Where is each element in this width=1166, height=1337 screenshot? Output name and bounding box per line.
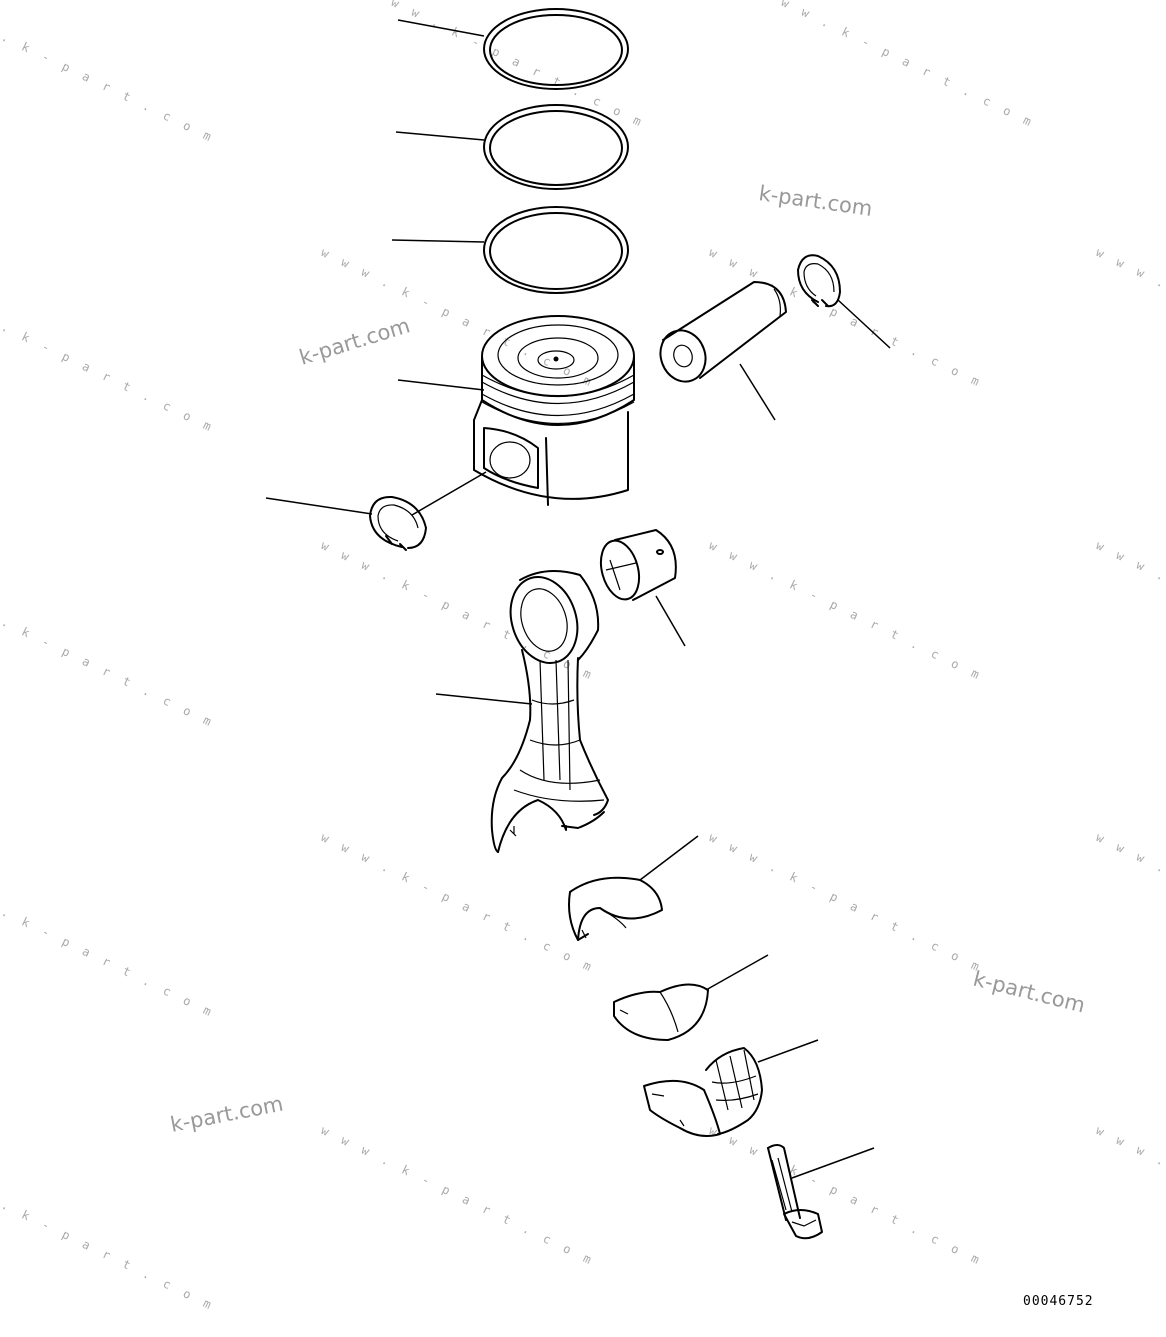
snap-ring-right xyxy=(797,254,891,349)
watermark-url: w w w . k - p a r t . c o m xyxy=(0,1168,217,1313)
watermark-logo: k-part.com xyxy=(296,313,412,369)
watermark-url: w w w . k - p a r t . c o m xyxy=(707,830,986,975)
watermark-url: w w w . k - p a r t . c o m xyxy=(0,585,217,730)
watermark-url: w w w . k - p a r t . c o m xyxy=(707,1123,986,1268)
small-end-bushing xyxy=(599,529,686,647)
piston-ring-oil xyxy=(391,206,629,294)
watermark-url: w w w . k - p a r t . c o m xyxy=(759,0,1038,131)
watermark-url: w w w . k - p a r t . c o m xyxy=(1094,1123,1166,1268)
watermark-url: w w w . k - p a r t . c o m xyxy=(0,0,217,145)
watermark-logo: k-part.com xyxy=(757,181,874,221)
lower-bearing-shell xyxy=(613,954,769,1041)
watermark-url: w w w . k - p a r t . c o m xyxy=(1094,830,1166,975)
watermark-url: w w w . k - p a r t . c o m xyxy=(0,875,217,1020)
piston-pin xyxy=(659,281,787,421)
watermark-url: w w w . k - p a r t . c o m xyxy=(0,290,217,435)
cap-bolt xyxy=(767,1144,875,1240)
piston-ring-second xyxy=(395,104,629,190)
watermark-url: w w w . k - p a r t . c o m xyxy=(1094,538,1166,683)
connecting-rod-cap xyxy=(643,1039,819,1137)
watermark-url: w w w . k - p a r t . c o m xyxy=(707,538,986,683)
snap-ring-left xyxy=(265,471,487,551)
connecting-rod xyxy=(435,570,609,853)
piston-ring-top xyxy=(397,8,629,90)
drawing-number: 00046752 xyxy=(1023,1294,1094,1309)
watermark-url: w w w . k - p a r t . c o m xyxy=(1094,245,1166,390)
watermark-logo: k-part.com xyxy=(168,1092,285,1137)
upper-bearing-shell xyxy=(568,835,699,941)
watermark-url: w w w . k - p a r t . c o m xyxy=(319,830,598,975)
watermark-logo: k-part.com xyxy=(971,967,1088,1018)
watermark-url: w w w . k - p a r t . c o m xyxy=(319,1123,598,1268)
watermark-url: w w w . k - p a r t . c o m xyxy=(707,245,986,390)
piston xyxy=(397,315,635,506)
